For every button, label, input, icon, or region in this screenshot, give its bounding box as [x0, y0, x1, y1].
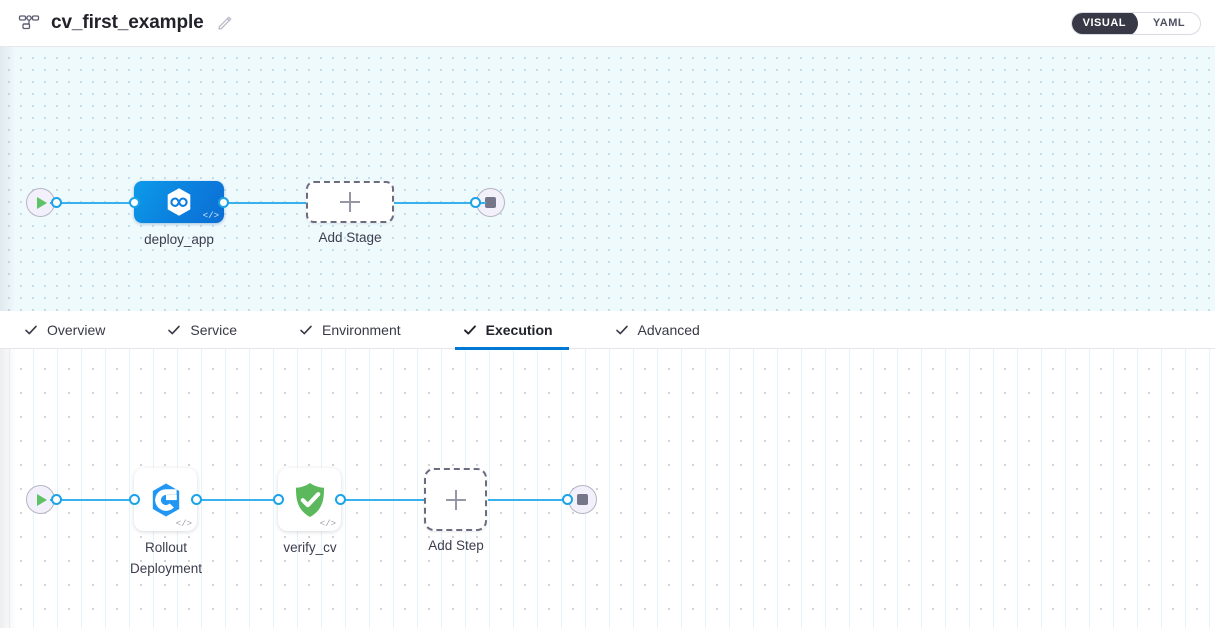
stop-icon: [485, 197, 496, 208]
canvas-left-shadow: [0, 349, 16, 628]
canvas-left-shadow: [0, 47, 16, 311]
header-right-group: VISUAL YAML: [1070, 11, 1201, 35]
add-step-node[interactable]: Add Step: [424, 468, 487, 553]
step-label-verify-cv: verify_cv: [283, 540, 337, 555]
port-deploy-app-in[interactable]: [129, 197, 140, 208]
pipeline-tree-icon: [18, 12, 40, 34]
link-verify-to-add-step: [340, 499, 425, 501]
stage-config-tabs[interactable]: Overview Service Environment Execution A: [0, 311, 1215, 350]
stage-card-deploy-app[interactable]: </>: [134, 181, 224, 223]
tab-execution[interactable]: Execution: [454, 311, 569, 350]
step-card-verify-cv[interactable]: </>: [278, 468, 341, 531]
tab-label: Environment: [322, 322, 401, 338]
check-icon: [615, 323, 629, 337]
tab-overview[interactable]: Overview: [16, 311, 121, 349]
stage-graph-canvas[interactable]: </> deploy_app Add Stage: [0, 47, 1215, 311]
port-verify-out[interactable]: [335, 494, 346, 505]
tab-label: Overview: [47, 322, 106, 338]
toggle-yaml-button[interactable]: YAML: [1138, 13, 1200, 34]
step-card-rollout-deployment[interactable]: </>: [134, 468, 197, 531]
header-left-group: cv_first_example: [18, 12, 233, 34]
add-step-button[interactable]: [424, 468, 487, 531]
port-verify-in[interactable]: [273, 494, 284, 505]
port-deploy-app-out[interactable]: [218, 197, 229, 208]
app-header: cv_first_example VISUAL YAML: [0, 0, 1215, 47]
link-start-to-deploy-app: [50, 202, 142, 204]
add-stage-node[interactable]: Add Stage: [306, 181, 394, 245]
execution-start-node[interactable]: [26, 485, 62, 514]
port-rollout-out[interactable]: [191, 494, 202, 505]
check-icon: [167, 323, 181, 337]
pipeline-start-circle[interactable]: [26, 188, 55, 217]
tab-advanced[interactable]: Advanced: [607, 311, 716, 349]
step-label-rollout-deployment: Rollout Deployment: [129, 540, 203, 576]
pipeline-start-node[interactable]: [26, 188, 62, 217]
add-step-label: Add Step: [428, 538, 484, 553]
port-exec-end-in[interactable]: [562, 494, 573, 505]
port-end-in[interactable]: [470, 197, 481, 208]
view-mode-toggle[interactable]: VISUAL YAML: [1070, 11, 1201, 35]
pipeline-end-node[interactable]: [470, 188, 505, 217]
execution-graph-canvas[interactable]: </> Rollout Deployment </> verify_cv: [0, 349, 1215, 628]
stage-label-deploy-app: deploy_app: [144, 232, 214, 247]
add-stage-label: Add Stage: [318, 230, 382, 245]
stop-icon: [577, 494, 588, 505]
add-stage-button[interactable]: [306, 181, 394, 223]
yaml-code-badge: </>: [202, 211, 219, 221]
play-icon: [37, 196, 47, 209]
port-exec-start-out[interactable]: [51, 494, 62, 505]
link-add-step-to-end: [488, 499, 572, 501]
link-deploy-app-to-add-stage: [218, 202, 316, 204]
step-node-verify-cv[interactable]: </> verify_cv: [273, 468, 346, 555]
link-start-to-rollout: [50, 499, 138, 501]
link-add-stage-to-end: [388, 202, 486, 204]
tab-label: Service: [190, 322, 238, 338]
tab-label: Advanced: [637, 322, 700, 338]
check-icon: [463, 323, 477, 337]
yaml-code-badge: </>: [319, 519, 336, 529]
check-icon: [24, 323, 38, 337]
green-shield-check-icon: [295, 482, 324, 517]
yaml-code-badge: </>: [175, 519, 192, 529]
tab-environment[interactable]: Environment: [291, 311, 417, 349]
play-icon: [37, 493, 47, 506]
tab-service[interactable]: Service: [159, 311, 253, 349]
page-title: cv_first_example: [51, 12, 204, 33]
kubernetes-rollout-hexagon-icon: [152, 483, 179, 516]
pencil-edit-icon[interactable]: [217, 15, 233, 31]
stage-node-deploy-app[interactable]: </> deploy_app: [129, 181, 229, 247]
step-node-rollout-deployment[interactable]: </> Rollout Deployment: [129, 468, 202, 576]
toggle-visual-button[interactable]: VISUAL: [1071, 12, 1138, 34]
tab-label: Execution: [485, 322, 553, 338]
harness-hexagon-infinity-icon: [167, 188, 191, 216]
plus-icon: [340, 192, 360, 212]
port-start-out[interactable]: [51, 197, 62, 208]
plus-icon: [445, 489, 466, 510]
link-rollout-to-verify: [196, 499, 284, 501]
port-rollout-in[interactable]: [129, 494, 140, 505]
execution-end-node[interactable]: [562, 485, 597, 514]
check-icon: [299, 323, 313, 337]
